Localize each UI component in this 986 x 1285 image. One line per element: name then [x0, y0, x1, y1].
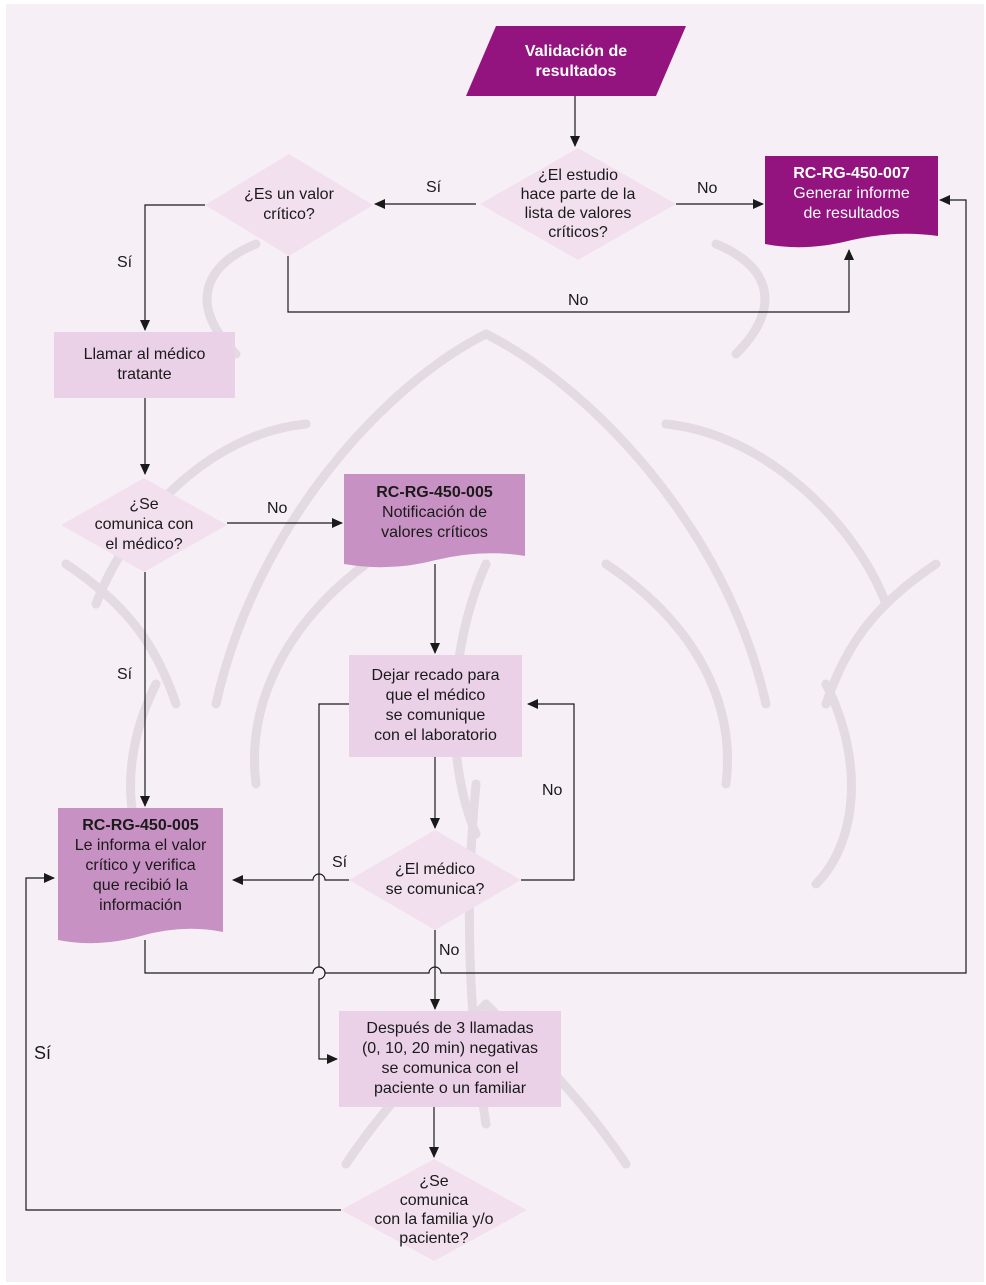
d5-line1: ¿Se — [419, 1173, 449, 1190]
doc005a-line1: Notificación de — [382, 504, 487, 521]
doc-rc-rg-450-005-inform: RC-RG-450-005 Le informa el valor crític… — [58, 814, 223, 918]
d1-line1: ¿El estudio — [537, 167, 619, 184]
d2-line1: ¿Es un valor — [244, 186, 334, 203]
doc005b-line3: que recibió la — [92, 877, 189, 894]
doc007-code: RC-RG-450-007 — [793, 165, 910, 182]
p2-line1: Dejar recado para — [371, 667, 500, 684]
edge-label-d4-yes: Sí — [332, 854, 348, 871]
edge-label-d4-no: No — [439, 942, 460, 959]
d3-line3: el médico? — [105, 536, 183, 553]
decision-doctor-calls-back: ¿El médico se comunica? — [360, 857, 510, 903]
start-validation-results: Validación de resultados — [486, 34, 666, 89]
process-leave-message: Dejar recado para que el médico se comun… — [349, 655, 522, 757]
start-node-shape — [466, 26, 686, 96]
process-call-doctor: Llamar al médico tratante — [54, 332, 235, 398]
p3-line4: paciente o un familiar — [373, 1080, 527, 1097]
process-call-doctor-shape — [54, 332, 235, 398]
edge-label-d4-no-loop: No — [542, 782, 563, 799]
doc005b-code: RC-RG-450-005 — [82, 817, 199, 834]
decision-study-critical-list-shape — [480, 148, 676, 260]
start-line2: resultados — [535, 62, 617, 80]
doc-rc-rg-450-005-notification: RC-RG-450-005 Notificación de valores cr… — [344, 478, 525, 548]
d3-line2: comunica con — [94, 516, 194, 533]
decision-study-critical-list: ¿El estudio hace parte de la lista de va… — [490, 162, 666, 246]
flowchart-graphics — [25, 26, 967, 1261]
process-after-three-calls: Después de 3 llamadas (0, 10, 20 min) ne… — [339, 1011, 561, 1107]
decision-doctor-calls-back-shape — [349, 830, 521, 930]
d5-line4: paciente? — [399, 1230, 469, 1247]
process-leave-message-shape — [349, 655, 522, 757]
d1-line4: críticos? — [548, 224, 608, 241]
d5-line3: con la familia y/o — [374, 1211, 494, 1228]
doc007-line2: de resultados — [803, 205, 900, 222]
d4-line2: se comunica? — [385, 881, 485, 898]
decision-is-critical: ¿Es un valor crítico? — [211, 182, 367, 228]
doc005b-line4: información — [99, 897, 182, 914]
d5-line2: comunica — [399, 1192, 469, 1209]
doc-rc-rg-450-007: RC-RG-450-007 Generar informe de resulta… — [765, 160, 938, 228]
connectors — [25, 96, 967, 1211]
process-after-three-calls-shape — [339, 1011, 561, 1107]
edge-label-d2-yes: Sí — [117, 254, 133, 271]
doc005b-line1: Le informa el valor — [74, 837, 207, 854]
doc005a-line2: valores críticos — [381, 524, 488, 541]
p1-line1: Llamar al médico — [83, 346, 206, 363]
edge-label-d3-no: No — [267, 500, 288, 517]
decision-is-critical-shape — [205, 154, 373, 256]
decision-reach-family-shape — [341, 1159, 527, 1261]
p3-line3: se comunica con el — [381, 1060, 519, 1077]
d3-line1: ¿Se — [129, 496, 159, 513]
p1-line2: tratante — [117, 366, 172, 383]
d1-line2: hace parte de la — [520, 186, 636, 203]
doc007-line1: Generar informe — [793, 185, 910, 202]
edge-label-d1-no: No — [697, 180, 718, 197]
decision-reach-family: ¿Se comunica con la familia y/o paciente… — [351, 1167, 517, 1253]
d4-line1: ¿El médico — [394, 861, 476, 878]
edge-label-d1-yes: Sí — [426, 179, 442, 196]
edge-label-d2-no: No — [568, 292, 589, 309]
p2-line4: con el laboratorio — [374, 727, 497, 744]
doc-rc-rg-450-005-notification-shape — [344, 474, 525, 568]
doc005b-line2: crítico y verifica — [85, 857, 196, 874]
d2-line2: crítico? — [263, 206, 315, 223]
edge-label-d5-yes: Sí — [34, 1043, 52, 1063]
p3-line2: (0, 10, 20 min) negativas — [361, 1040, 539, 1057]
start-line1: Validación de — [524, 42, 628, 60]
d1-line3: lista de valores — [524, 205, 632, 222]
decision-reach-doctor-shape — [61, 478, 227, 572]
flowchart-canvas: Validación de resultados ¿El estudio hac… — [6, 4, 984, 1282]
doc-rc-rg-450-007-shape — [765, 156, 938, 248]
decision-reach-doctor: ¿Se comunica con el médico? — [68, 492, 220, 558]
doc005a-code: RC-RG-450-005 — [376, 484, 493, 501]
edge-label-d3-yes: Sí — [117, 666, 133, 683]
doc-rc-rg-450-005-inform-shape — [58, 808, 223, 944]
p2-line3: se comunique — [385, 707, 486, 724]
p3-line1: Después de 3 llamadas — [366, 1020, 534, 1037]
p2-line2: que el médico — [385, 687, 486, 704]
